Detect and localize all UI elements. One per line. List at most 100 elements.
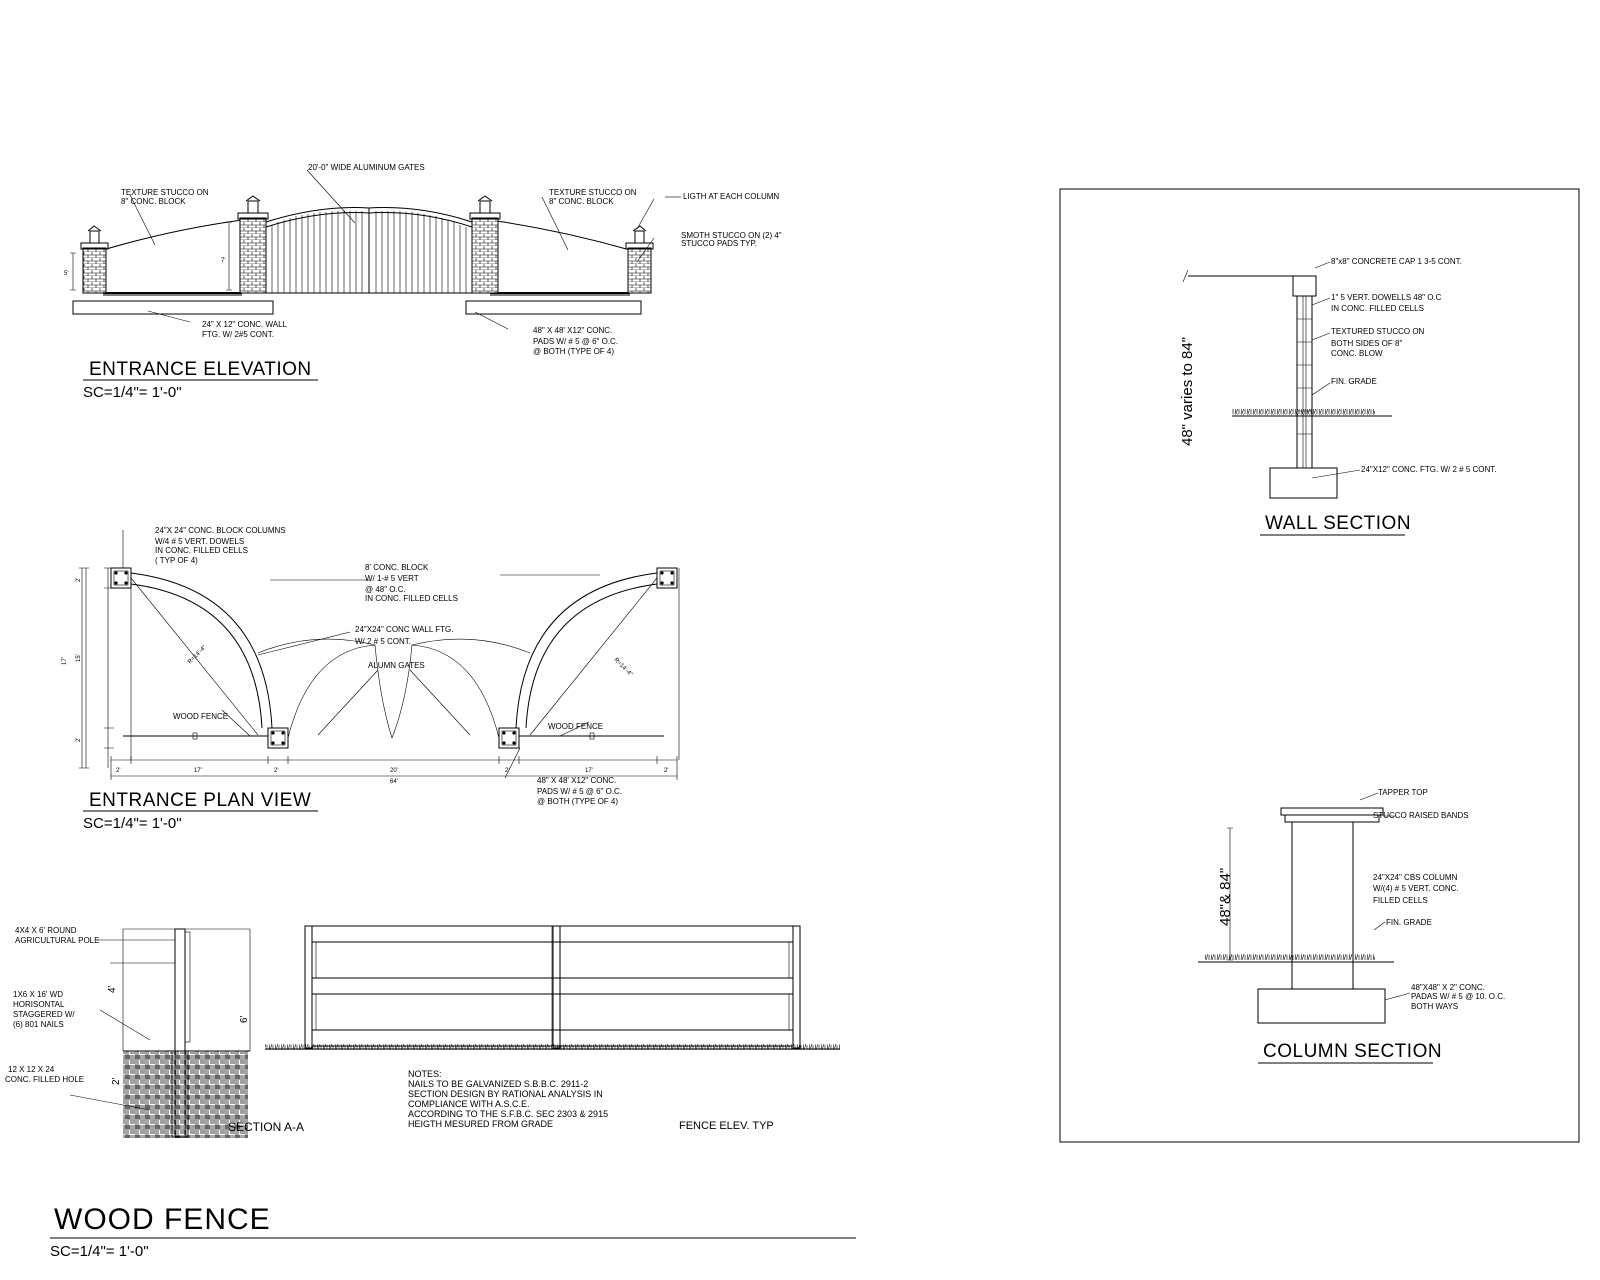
column-pad-note-3: BOTH WAYS [1411,1002,1458,1011]
plan-horizontal-dims [110,756,678,780]
wall-ftg-note-1: 24"X24" CONC WALL FTG. [355,625,453,634]
column-height: 48"& 84" [1217,868,1234,926]
plan-pads-note-2: PADS W/ # 5 @ 6" O.C. [537,787,622,796]
hole-note-1: 12 X 12 X 24 [8,1065,55,1074]
section-dim-above: 4' [107,985,118,993]
block-note-4: IN CONC. FILLED CELLS [365,594,458,603]
board-note-2: HORISONTAL [13,1000,65,1009]
fence-elev-title: FENCE ELEV. TYP [679,1120,774,1132]
plan-vdim-3: 2' [76,738,82,742]
plan-column-2 [267,727,289,749]
column-bands-note: STUCCO RAISED BANDS [1373,811,1469,820]
block-note-3: @ 48" O.C. [365,585,406,594]
stucco-right-note-2: 8" CONC. BLOCK [549,197,614,206]
entrance-elevation: 5' 7' 20'-0" WIDE ALUMINUM GATES TEXTURE… [64,163,782,401]
column-top-note: TAPPER TOP [1378,788,1428,797]
gates-plan-note: ALUMN GATES [368,661,425,670]
smooth-stucco-note-1: SMOTH STUCCO ON (2) 4" [681,231,782,240]
column-grade-note: FIN. GRADE [1386,918,1432,927]
plan-column-1 [110,567,132,589]
board-note-3: STAGGERED W/ [13,1010,75,1019]
center-height-dim-line [226,221,232,291]
fence-elevation: FENCE ELEV. TYP [265,925,840,1132]
right-wall-footing [465,300,642,315]
sheet-scale: SC=1/4"= 1'-0" [50,1243,149,1260]
wall-section-title: WALL SECTION [1265,513,1411,534]
section-title: SECTION A-A [228,1120,304,1134]
pads-note-1: 48" X 48' X12" CONC. [533,326,612,335]
wall-footing-note-2: FTG. W/ 2#5 CONT. [202,330,274,339]
plan-vdim-1: 2' [76,578,82,582]
columns-note-3: IN CONC. FILLED CELLS [155,546,248,555]
wall-section: 48" varies to 84" 8"x8" CONCRETE CAP 1 3… [1179,257,1497,536]
pads-note-3: @ BOTH (TYPE OF 4) [533,347,614,356]
stucco-left-note-1: TEXTURE STUCCO ON [121,188,209,197]
section-dim-below: 2' [111,1077,122,1085]
gates-note: 20'-0" WIDE ALUMINUM GATES [308,163,425,172]
wall-grade-note: FIN. GRADE [1331,377,1377,386]
smooth-stucco-note-2: STUCCO PADS TYP. [681,239,757,248]
column-body [1291,821,1354,990]
left-curved-wall-inner [130,583,263,729]
plan-dim-3: 2' [274,768,278,774]
plan-dim-7: 2' [664,768,668,774]
stucco-left-note-2: 8" CONC. BLOCK [121,197,186,206]
wall-height: 48" varies to 84" [1179,337,1196,446]
wood-fence-left-note: WOOD FENCE [173,712,228,721]
plan-vertical-dims [79,567,114,769]
elevation-scale: SC=1/4"= 1'-0" [83,384,182,401]
section-boards [184,931,191,1043]
notes-line-2: SECTION DESIGN BY RATIONAL ANALYSIS IN [408,1089,603,1099]
notes-heading: NOTES: [408,1069,442,1079]
plan-column-3 [498,727,520,749]
right-gate-swing [391,644,500,739]
entrance-plan-view: 24"X 24" CONC. BLOCK COLUMNS W/4 # 5 VER… [62,526,680,832]
wall-dowels-note-1: 1" 5 VERT. DOWELLS 48" O.C [1331,293,1442,302]
wall-dowels-note-2: IN CONC. FILLED CELLS [1331,304,1424,313]
radius-left: R=14'-4" [187,645,208,666]
column-pad-note-2: PADAS W/ # 5 @ 10. O.C. [1411,992,1505,1001]
wall-cap [1292,275,1317,297]
column-2 [237,195,269,294]
column-section-title: COLUMN SECTION [1263,1041,1442,1062]
notes-line-4: ACCORDING TO THE S.F.B.C. SEC 2303 & 291… [408,1109,608,1119]
columns-note-2: W/4 # 5 VERT. DOWELS [155,537,244,546]
column-bands [1284,814,1380,823]
plan-column-4 [656,567,678,589]
details-frame [1059,188,1580,1143]
plan-vdim-2: 15' [76,654,82,662]
columns-note-1: 24"X 24" CONC. BLOCK COLUMNS [155,526,286,535]
plan-title: ENTRANCE PLAN VIEW [89,790,311,811]
plan-pads-note-1: 48" X 48' X12" CONC. [537,776,616,785]
wall-stucco-note-1: TEXTURED STUCCO ON [1331,327,1425,336]
plan-pads-note-3: @ BOTH (TYPE OF 4) [537,797,618,806]
pads-note-2: PADS W/ # 5 @ 6" O.C. [533,337,618,346]
sheet-title-block: WOOD FENCE SC=1/4"= 1'-0" [50,1203,856,1260]
wall-ftg-note-2: W/ 2 # 5 CONT. [355,637,411,646]
left-height-dim-line [70,252,76,291]
wall-stucco-note-2: BOTH SIDES OF 8" [1331,339,1402,348]
plan-scale: SC=1/4"= 1'-0" [83,815,182,832]
column-note-1: 24"X24" CBS COLUMN [1373,873,1458,882]
block-note-1: 8' CONC. BLOCK [365,563,429,572]
board-note-4: (6) 801 NAILS [13,1020,64,1029]
plan-dim-6: 17' [585,768,593,774]
hole-note-2: CONC. FILLED HOLE [5,1075,84,1084]
pole-note-2: AGRICULTURAL POLE [15,936,99,945]
column-4 [625,225,654,294]
plan-vdim-total: 17' [62,657,68,665]
aluminum-gates [265,207,473,294]
columns-note-4: ( TYP OF 4) [155,556,198,565]
column-section: 48"& 84" TAPPER TOP STUCCO RAISED BANDS … [1198,788,1505,1064]
left-gate-swing [287,644,393,739]
column-pad-note-1: 48"X48" X 2" CONC. [1411,983,1485,992]
center-height-dim: 7' [221,258,225,264]
plan-dim-total: 64' [390,779,398,785]
pole-note-1: 4X4 X 6' ROUND [15,926,77,935]
column-note-3: FILLED CELLS [1373,896,1428,905]
wall-cap-note: 8"x8" CONCRETE CAP 1 3-5 CONT. [1331,257,1462,266]
notes-line-5: HEIGTH MESURED FROM GRADE [408,1119,553,1129]
wall-ftg-note: 24"X12" CONC. FTG. W/ 2 # 5 CONT. [1361,465,1497,474]
fence-rails [311,925,794,1047]
